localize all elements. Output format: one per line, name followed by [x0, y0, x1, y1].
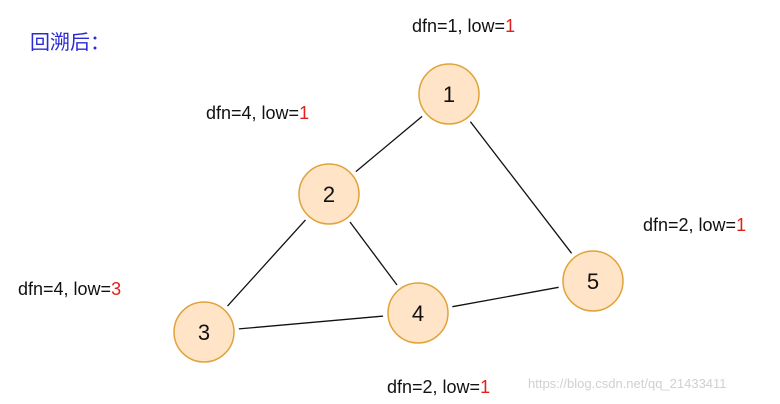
- edge-2-3: [227, 219, 306, 307]
- node-3-low-value: 3: [111, 279, 122, 299]
- node-4-dfn-text: dfn=2, low=: [387, 377, 481, 397]
- node-2-label: 2: [323, 182, 335, 207]
- node-3-dfn-text: dfn=4, low=: [18, 279, 112, 299]
- edge-2-4: [349, 221, 398, 286]
- edge-3-4: [238, 315, 384, 330]
- node-5-low-value: 1: [736, 215, 747, 235]
- node-3-dfn-low-label: dfn=4, low=3: [18, 278, 121, 300]
- node-4-circle: [387, 282, 449, 344]
- nodes-layer: 1 2 3 4 5: [173, 63, 624, 363]
- node-2-dfn-text: dfn=4, low=: [206, 103, 300, 123]
- edge-1-2: [355, 115, 423, 173]
- node-1-label: 1: [443, 82, 455, 107]
- node-4-low-value: 1: [480, 377, 491, 397]
- node-1-circle: [418, 63, 480, 125]
- node-2-low-value: 1: [299, 103, 310, 123]
- node-5-circle: [562, 250, 624, 312]
- node-2-circle: [298, 163, 360, 225]
- node-2-dfn-low-label: dfn=4, low=1: [206, 102, 309, 124]
- node-5: 5: [562, 250, 624, 312]
- node-1-dfn-low-label: dfn=1, low=1: [412, 15, 515, 37]
- node-2: 2: [298, 163, 360, 225]
- node-1: 1: [418, 63, 480, 125]
- node-1-low-value: 1: [505, 16, 516, 36]
- node-4-dfn-low-label: dfn=2, low=1: [387, 376, 490, 398]
- node-5-label: 5: [587, 269, 599, 294]
- node-5-dfn-text: dfn=2, low=: [643, 215, 737, 235]
- heading-text: 回溯后：: [30, 30, 110, 54]
- node-3-label: 3: [198, 320, 210, 345]
- watermark-text: https://blog.csdn.net/qq_21433411: [528, 376, 727, 391]
- edge-1-5: [469, 121, 573, 254]
- node-4-label: 4: [412, 301, 424, 326]
- node-3-circle: [173, 301, 235, 363]
- node-3: 3: [173, 301, 235, 363]
- edge-4-5: [452, 286, 559, 308]
- node-1-dfn-text: dfn=1, low=: [412, 16, 506, 36]
- node-5-dfn-low-label: dfn=2, low=1: [643, 214, 746, 236]
- edges-layer: [227, 115, 573, 330]
- node-4: 4: [387, 282, 449, 344]
